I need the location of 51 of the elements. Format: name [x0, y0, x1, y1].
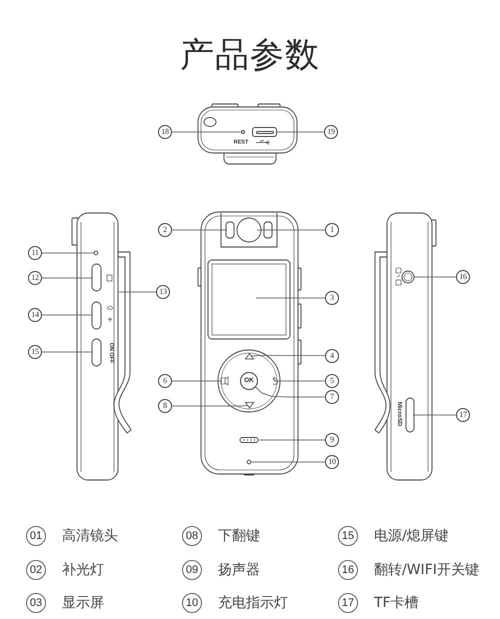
leader-line — [250, 355, 326, 356]
callout-number: 13 — [156, 285, 170, 299]
callout-number: 2 — [158, 223, 172, 237]
part-name: 电源/熄屏键 — [374, 527, 449, 545]
callout-number: 16 — [338, 560, 358, 580]
leader-line — [42, 252, 94, 254]
reset-hole — [240, 130, 246, 134]
callout-number: 12 — [28, 271, 42, 285]
callout-number: 7 — [325, 390, 339, 404]
callout-number: 15 — [28, 345, 42, 359]
callout-number: 09 — [182, 560, 202, 580]
callout-number: 16 — [456, 270, 470, 284]
part-name: 补光灯 — [62, 561, 104, 579]
callout-number: 6 — [158, 374, 172, 388]
title: 产品参数 — [180, 34, 320, 77]
callout-number: 19 — [324, 125, 338, 139]
callout-number: 17 — [456, 408, 470, 422]
callout-number: 8 — [158, 399, 172, 413]
callout-number: 10 — [182, 593, 202, 613]
callout-number: 02 — [26, 560, 46, 580]
callout-number: 17 — [338, 593, 358, 613]
up-arrow-key — [244, 352, 254, 360]
callout-number: 15 — [338, 526, 358, 546]
leader-line — [172, 380, 222, 382]
leader-line — [414, 276, 456, 278]
callout-number: 11 — [28, 246, 42, 260]
callout-number: 01 — [26, 526, 46, 546]
callout-number: 10 — [325, 455, 339, 469]
callout-number: 18 — [158, 125, 172, 139]
callout-number: 3 — [325, 291, 339, 305]
down-arrow-key — [244, 402, 254, 409]
part-name: 充电指示灯 — [218, 594, 288, 612]
part-name: 扬声器 — [218, 561, 260, 579]
callout-number: 14 — [28, 308, 42, 322]
leader-line — [172, 405, 248, 406]
part-name: 下翻键 — [218, 527, 260, 545]
leader-line — [412, 414, 456, 416]
usb-port — [252, 127, 277, 137]
part-name: TF卡槽 — [374, 594, 419, 612]
part-name: 翻转/WIFI开关键 — [374, 561, 479, 579]
part-name: 显示屏 — [62, 594, 104, 612]
part-name: 高清镜头 — [62, 527, 118, 545]
callout-number: 1 — [325, 223, 339, 237]
callout-number: 9 — [325, 433, 339, 447]
callout-number: 5 — [325, 374, 339, 388]
callout-number: 08 — [182, 526, 202, 546]
leader-line — [42, 314, 92, 316]
leader-line — [255, 386, 326, 398]
callout-number: 4 — [325, 348, 339, 362]
callout-number: 03 — [26, 593, 46, 613]
leader-line — [274, 380, 326, 382]
